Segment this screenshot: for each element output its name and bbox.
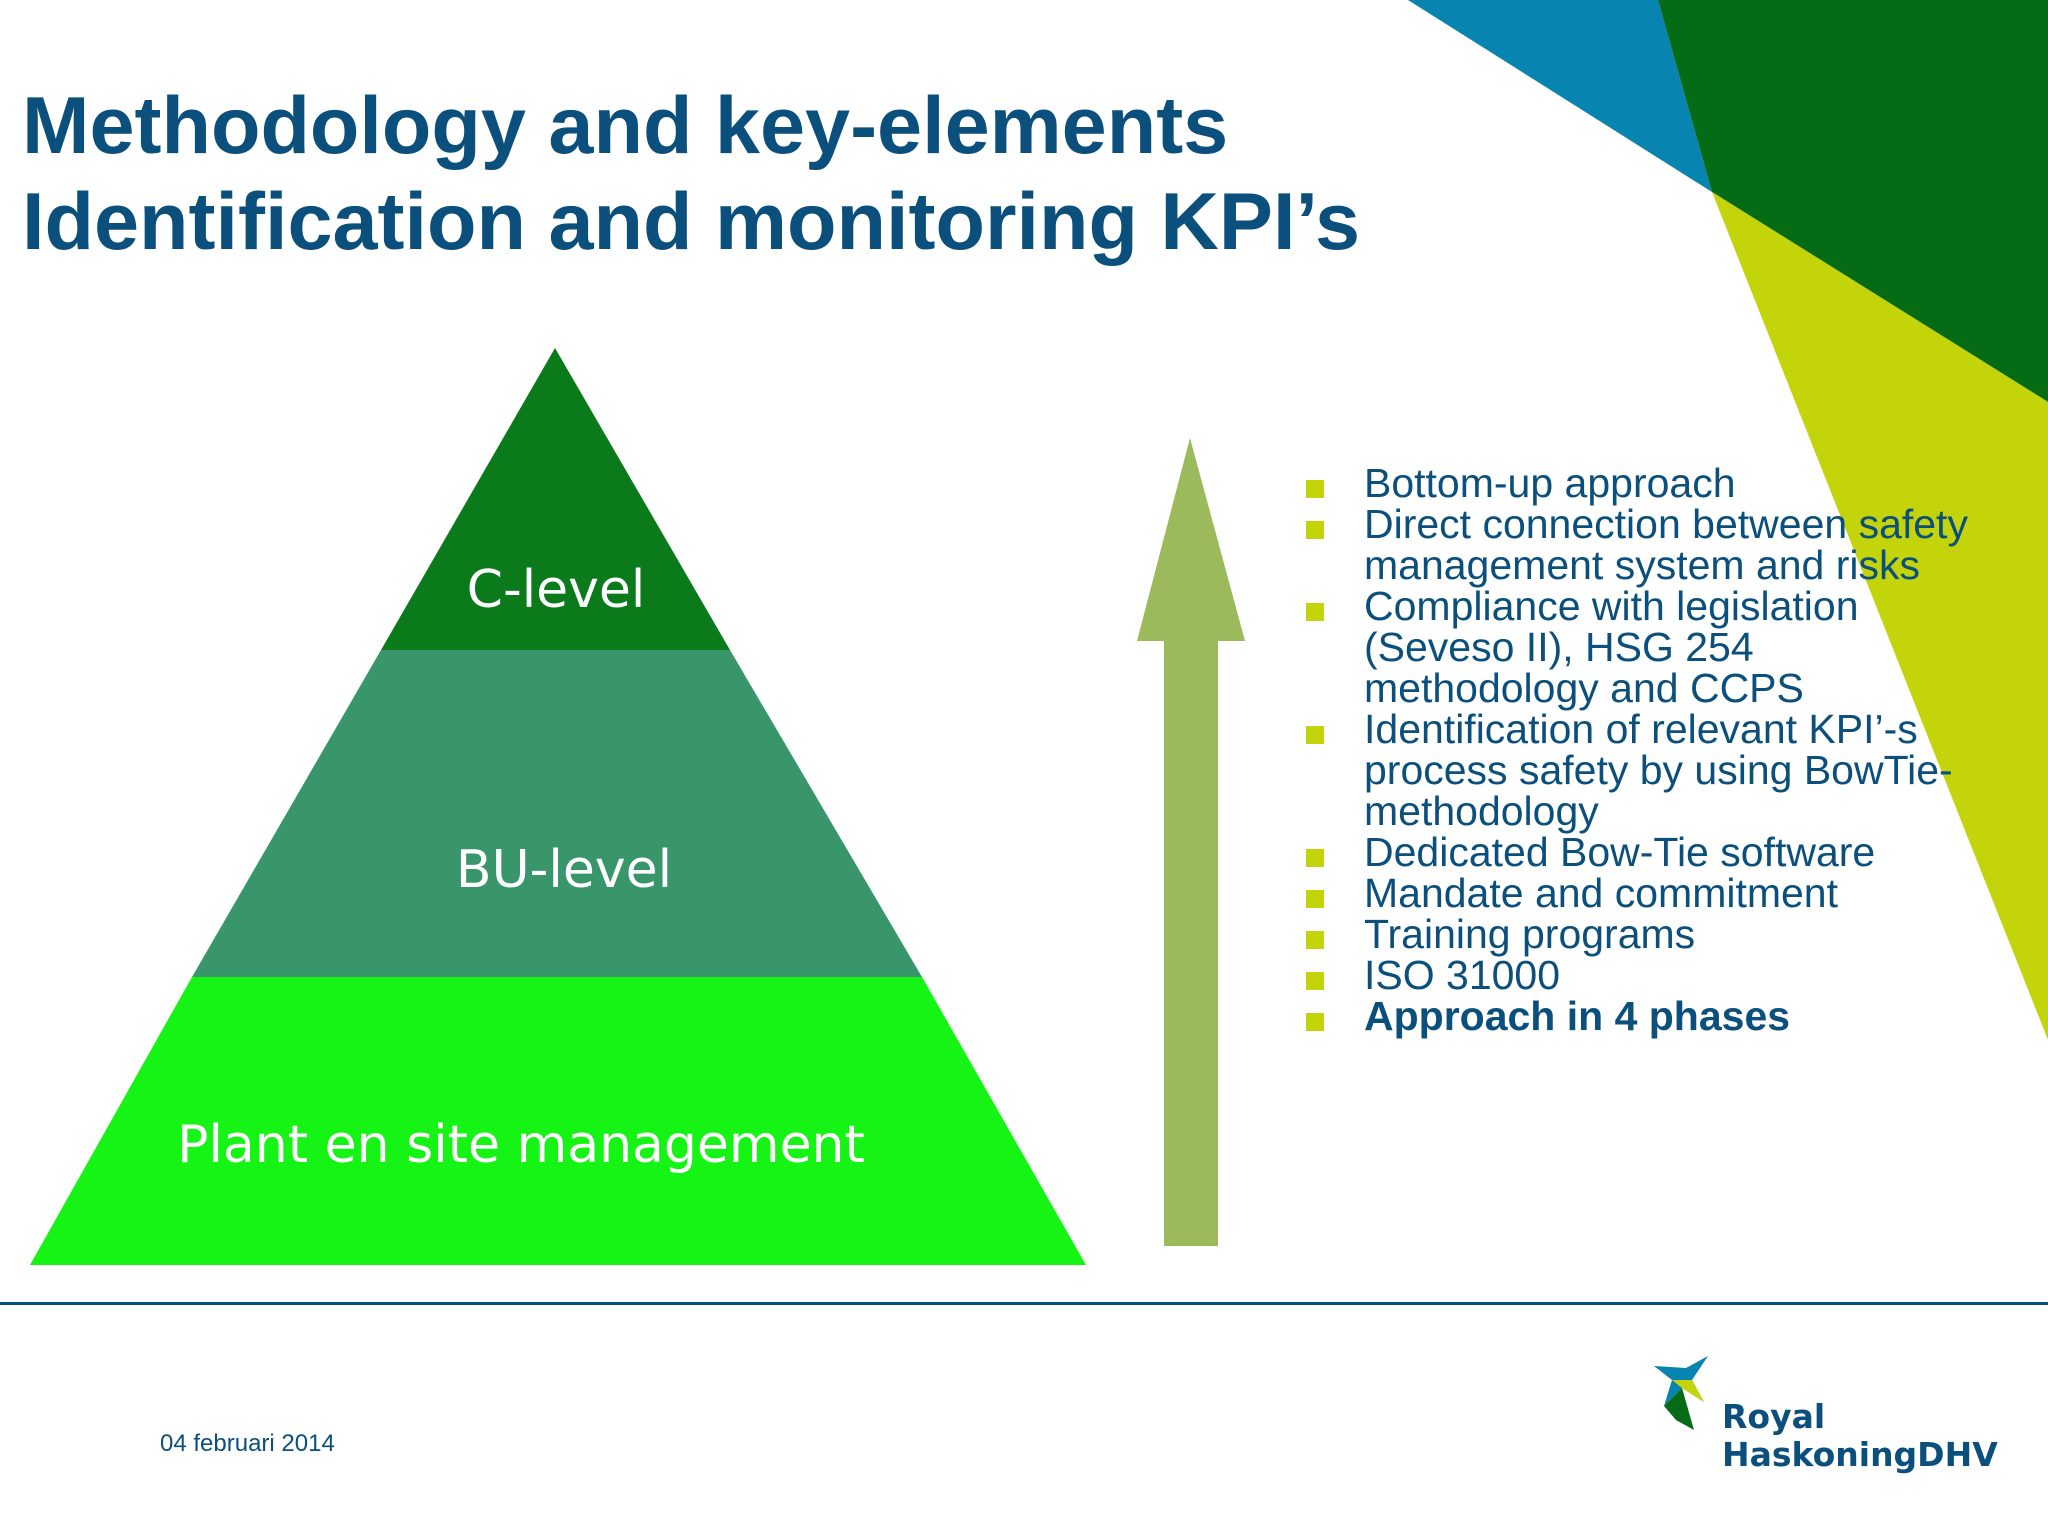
bullet-square-icon	[1306, 931, 1324, 949]
bullet-item: Mandate and commitment	[1298, 873, 1998, 914]
bullet-item: Direct connection between safety managem…	[1298, 504, 1998, 586]
bullet-text: Identification of relevant KPI’-s proces…	[1364, 706, 1953, 834]
bullet-item: Approach in 4 phases	[1298, 996, 1998, 1037]
pyramid-bottom-shape	[30, 977, 1086, 1265]
bullet-square-icon	[1306, 972, 1324, 990]
bullet-square-icon	[1306, 480, 1324, 498]
bullet-text: Mandate and commitment	[1364, 870, 1839, 916]
upward-arrow	[1137, 438, 1245, 1246]
footer-divider	[0, 1302, 2048, 1305]
pyramid-top-shape	[381, 348, 730, 650]
bullet-item: Dedicated Bow-Tie software	[1298, 832, 1998, 873]
bullet-text: Training programs	[1364, 911, 1696, 957]
bullet-square-icon	[1306, 521, 1324, 539]
bullet-square-icon	[1306, 726, 1324, 744]
corner-lime-shape	[1712, 192, 2048, 1040]
star-logo-icon	[1654, 1356, 1708, 1430]
bullet-square-icon	[1306, 849, 1324, 867]
title-line-2: Identification and monitoring KPI’s	[22, 177, 1361, 267]
bullet-square-icon	[1306, 603, 1324, 621]
footer-date: 04 februari 2014	[160, 1430, 335, 1457]
slide-title: Methodology and key-elements Identificat…	[22, 78, 1360, 270]
title-line-1: Methodology and key-elements	[22, 81, 1229, 171]
bullet-text: Direct connection between safety managem…	[1364, 501, 1968, 588]
corner-blue-shape	[1408, 0, 1712, 192]
pyramid-label-plant-site: Plant en site management	[177, 1115, 865, 1175]
pyramid-label-c-level: C-level	[466, 560, 646, 620]
bullet-item: ISO 31000	[1298, 955, 1998, 996]
bullet-text: Dedicated Bow-Tie software	[1364, 829, 1876, 875]
company-logo: Royal HaskoningDHV	[1642, 1350, 1998, 1480]
bullet-text: ISO 31000	[1364, 952, 1561, 998]
pyramid-middle-shape	[192, 650, 922, 977]
bullet-text: Bottom-up approach	[1364, 460, 1736, 506]
bullet-item: Compliance with legislation (Seveso II),…	[1298, 586, 1998, 709]
bullet-item: Training programs	[1298, 914, 1998, 955]
bullet-item: Bottom-up approach	[1298, 463, 1998, 504]
corner-dark-green-shape	[1658, 0, 2048, 402]
logo-text-royal: Royal	[1722, 1397, 1826, 1436]
logo-text-haskoningdhv: HaskoningDHV	[1722, 1435, 1998, 1474]
bullet-text: Compliance with legislation (Seveso II),…	[1364, 583, 1859, 711]
bullet-square-icon	[1306, 1013, 1324, 1031]
bullet-text: Approach in 4 phases	[1364, 993, 1791, 1039]
bullet-square-icon	[1306, 890, 1324, 908]
bullet-item: Identification of relevant KPI’-s proces…	[1298, 709, 1998, 832]
bullet-list: Bottom-up approach Direct connection bet…	[1298, 463, 1998, 1037]
pyramid-label-bu-level: BU-level	[455, 840, 673, 900]
